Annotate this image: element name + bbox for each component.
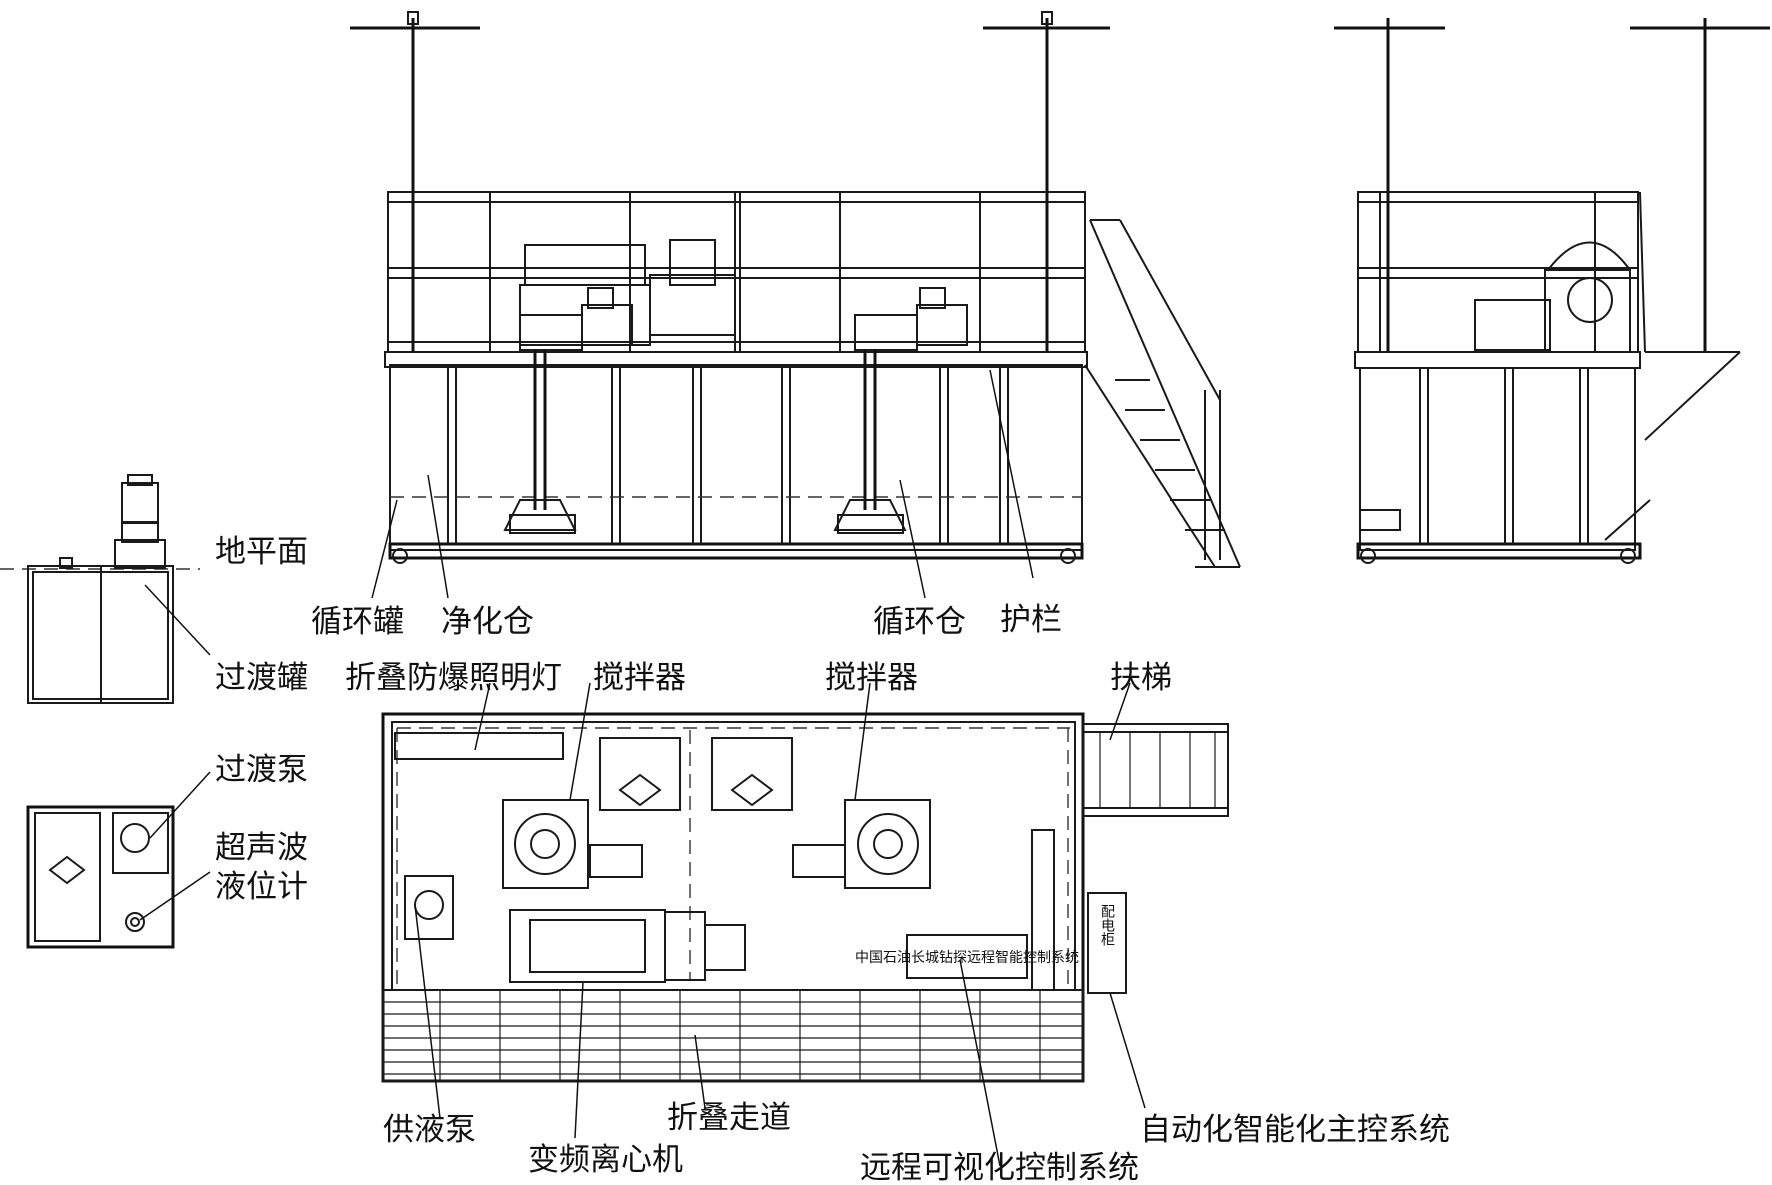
tank-posts — [447, 367, 1009, 544]
front-elevation — [0, 11, 1241, 704]
distribution-cabinet-label: 配电柜 — [1099, 904, 1115, 946]
label-supply-pump: 供液泵 — [383, 1112, 476, 1148]
label-circulation-tank: 循环罐 — [311, 604, 404, 640]
side-elevation — [1334, 18, 1770, 564]
label-ultrasonic-line1: 超声波 — [215, 830, 308, 866]
distribution-cabinet: 配电柜 — [1087, 892, 1127, 994]
label-ladder: 扶梯 — [1110, 660, 1172, 696]
plan-lamp — [394, 732, 564, 760]
leader-lines — [139, 369, 1146, 1167]
panel-text: 中国石油长城钻探远程智能控制系统 — [855, 950, 1079, 966]
front-centrifuge — [519, 239, 736, 346]
label-circulation-chamber: 循环仓 — [873, 604, 966, 640]
plan-agitator-right — [792, 799, 931, 889]
label-agitator-left: 搅拌器 — [593, 660, 686, 696]
plan-supply-pump — [404, 875, 454, 940]
label-main-control: 自动化智能化主控系统 — [1140, 1112, 1450, 1148]
plan-remote-control-panel: 中国石油长城钻探远程智能控制系统 — [855, 934, 1079, 979]
label-ground: 地平面 — [215, 534, 308, 570]
tank-skid — [388, 542, 1084, 560]
tank-body — [389, 364, 1083, 551]
front-staircase — [1084, 219, 1241, 568]
plan-agitator-left — [502, 799, 643, 889]
plan-centrifuge — [509, 909, 746, 983]
front-agitator-right — [833, 287, 968, 534]
plan-ladder — [1082, 723, 1229, 817]
plan-filter-boxes — [599, 737, 793, 811]
label-transition-tank: 过渡罐 — [215, 660, 308, 696]
label-purification-chamber: 净化仓 — [441, 604, 534, 640]
plan-pipe — [1031, 829, 1055, 991]
label-transition-pump: 过渡泵 — [215, 752, 308, 788]
plan-view: 中国石油长城钻探远程智能控制系统 配电柜 — [26, 712, 1229, 1083]
label-folding-lamp: 折叠防爆照明灯 — [345, 660, 562, 696]
front-lamp-masts — [350, 11, 1110, 352]
label-agitator-right: 搅拌器 — [825, 660, 918, 696]
label-remote-control: 远程可视化控制系统 — [860, 1150, 1139, 1185]
front-guardrail — [387, 191, 1086, 353]
label-centrifuge: 变频离心机 — [528, 1142, 683, 1178]
plan-walkway-grating — [382, 989, 1084, 1082]
front-transition-tank — [27, 474, 174, 704]
label-ultrasonic-line2: 液位计 — [215, 869, 308, 905]
label-guardrail: 护栏 — [1000, 602, 1062, 638]
plan-transition-tank — [26, 805, 175, 949]
label-folding-walkway: 折叠走道 — [667, 1100, 791, 1136]
front-agitator-left — [503, 287, 633, 534]
